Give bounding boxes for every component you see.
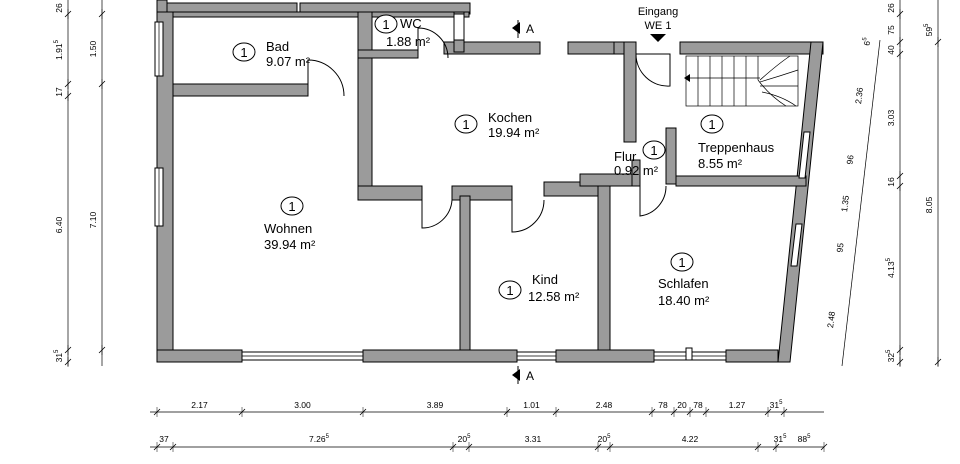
dimension-value: 17 <box>54 87 64 97</box>
dimension-value: 1.915 <box>54 39 64 60</box>
dimension-value: 4.22 <box>682 434 699 444</box>
dimension-value: 3.03 <box>886 109 896 126</box>
room-schlafen: 1 Schlafen 18.40 m² <box>658 252 710 308</box>
staircase <box>684 55 799 107</box>
room-tag: 1 <box>708 117 715 132</box>
dimension-value: 1.50 <box>88 40 98 57</box>
dimension-lines-right: 26 75 40 3.03 16 4.135 325 595 8.05 65 2.36 96 1.3… <box>825 0 942 367</box>
room-area: 1.88 m² <box>386 34 431 49</box>
dimension-value: 20 <box>677 400 687 410</box>
room-area: 8.55 m² <box>698 156 743 171</box>
room-name: Bad <box>266 39 289 54</box>
room-treppenhaus: 1 Treppenhaus 8.55 m² <box>698 114 775 171</box>
dimension-value: 6.40 <box>54 216 64 233</box>
dimension-value: 40 <box>886 45 896 55</box>
room-tag: 1 <box>288 199 295 214</box>
dimension-value: 75 <box>886 25 896 35</box>
room-area: 39.94 m² <box>264 237 316 252</box>
section-marks: A A <box>512 20 534 384</box>
dimension-value: 315 <box>774 434 787 444</box>
entrance-label-line2: WE 1 <box>645 20 672 32</box>
room-area: 9.07 m² <box>266 54 311 69</box>
dimension-lines-bottom: 2.17 3.00 3.89 1.01 2.48 78 20 78 1.27 315 37 7.26… <box>150 400 828 452</box>
dimension-value: 3.89 <box>427 400 444 410</box>
dimension-value: 1.35 <box>839 195 851 213</box>
room-tag: 1 <box>650 143 657 158</box>
room-kind: 1 Kind 12.58 m² <box>498 272 580 304</box>
dimension-value: 65 <box>862 36 873 46</box>
room-area: 19.94 m² <box>488 125 540 140</box>
dimension-value: 2.48 <box>825 311 837 329</box>
entrance-marker: Eingang WE 1 <box>638 6 678 42</box>
room-name: Schlafen <box>658 276 709 291</box>
room-area: 18.40 m² <box>658 293 710 308</box>
dimension-value: 16 <box>886 177 896 187</box>
section-arrow-icon <box>512 369 520 381</box>
room-name: WC <box>400 16 422 31</box>
dimension-value: 78 <box>693 400 703 410</box>
dimension-value: 205 <box>458 434 471 444</box>
dimension-value: 4.135 <box>886 257 896 278</box>
dimension-value: 8.05 <box>924 196 934 213</box>
section-mark-top: A <box>526 22 534 36</box>
room-tag: 1 <box>678 255 685 270</box>
dimension-value: 7.265 <box>309 434 330 444</box>
room-tag: 1 <box>462 117 469 132</box>
room-name: Kochen <box>488 110 532 125</box>
room-name: Treppenhaus <box>698 140 775 155</box>
room-name: Flur <box>614 149 637 164</box>
room-flur: 1 Flur 0.92 m² <box>614 140 666 178</box>
dimension-value: 885 <box>798 434 811 444</box>
room-tag: 1 <box>506 283 513 298</box>
dimension-value: 96 <box>844 154 855 165</box>
section-mark-bottom: A <box>526 369 534 383</box>
room-tag: 1 <box>382 17 389 32</box>
room-name: Kind <box>532 272 558 287</box>
dimension-value: 2.36 <box>853 87 865 105</box>
dimension-value: 7.10 <box>88 211 98 228</box>
room-bad: 1 Bad 9.07 m² <box>232 39 311 69</box>
walls <box>156 11 824 363</box>
dimension-value: 26 <box>54 3 64 13</box>
dimension-value: 95 <box>834 242 845 253</box>
dimension-value: 26 <box>886 3 896 13</box>
room-tag: 1 <box>240 45 247 60</box>
dimension-value: 1.27 <box>729 400 746 410</box>
entrance-label-line1: Eingang <box>638 6 678 18</box>
entrance-arrow-icon <box>650 34 666 42</box>
room-kochen: 1 Kochen 19.94 m² <box>454 110 540 140</box>
dimension-value: 3.31 <box>525 434 542 444</box>
dimension-lines-left: 26 1.915 17 6.40 315 1.50 7.10 <box>54 0 106 367</box>
dimension-value: 2.48 <box>596 400 613 410</box>
dimension-value: 315 <box>770 400 783 410</box>
dimension-value: 2.17 <box>191 400 208 410</box>
dimension-value: 205 <box>598 434 611 444</box>
windows <box>154 13 811 361</box>
room-area: 12.58 m² <box>528 289 580 304</box>
doors <box>307 27 671 233</box>
section-arrow-icon <box>512 22 520 34</box>
dimension-value: 37 <box>159 434 169 444</box>
room-labels: 1 Bad 9.07 m² 1 WC 1.88 m² 1 Kochen 19.9… <box>232 14 775 308</box>
room-name: Wohnen <box>264 221 312 236</box>
dimension-value: 3.00 <box>294 400 311 410</box>
dimension-value: 325 <box>886 349 896 362</box>
dimension-value: 595 <box>924 23 934 36</box>
room-wohnen: 1 Wohnen 39.94 m² <box>264 196 316 252</box>
room-area: 0.92 m² <box>614 163 659 178</box>
dimension-value: 1.01 <box>523 400 540 410</box>
dimension-value: 78 <box>658 400 668 410</box>
dimension-value: 315 <box>54 349 64 362</box>
room-wc: 1 WC 1.88 m² <box>374 14 431 49</box>
